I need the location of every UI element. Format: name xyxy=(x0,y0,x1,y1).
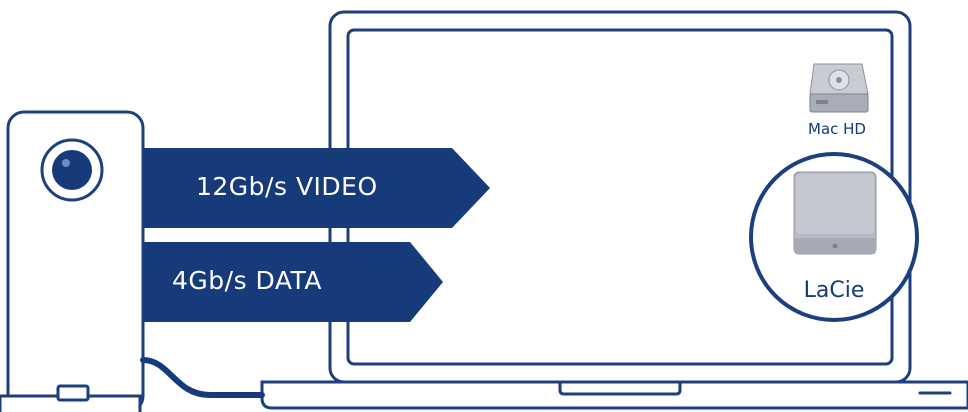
camera-device xyxy=(0,110,145,412)
laptop-hinge-notch xyxy=(558,382,682,396)
camera-lens-glint xyxy=(62,159,70,167)
mac-hd-icon xyxy=(809,63,869,113)
data-arrow-label: 4Gb/s DATA xyxy=(172,266,322,295)
camera-stand-tab xyxy=(56,384,90,402)
video-arrow-label: 12Gb/s VIDEO xyxy=(196,172,378,201)
lacie-drive-icon xyxy=(793,171,877,255)
camera-lens xyxy=(52,150,92,190)
data-arrow xyxy=(143,242,443,322)
video-arrow xyxy=(143,148,490,228)
lacie-label: LaCie xyxy=(803,278,865,303)
mac-hd-label: Mac HD xyxy=(808,120,866,138)
thunderbolt-cable xyxy=(140,357,265,398)
